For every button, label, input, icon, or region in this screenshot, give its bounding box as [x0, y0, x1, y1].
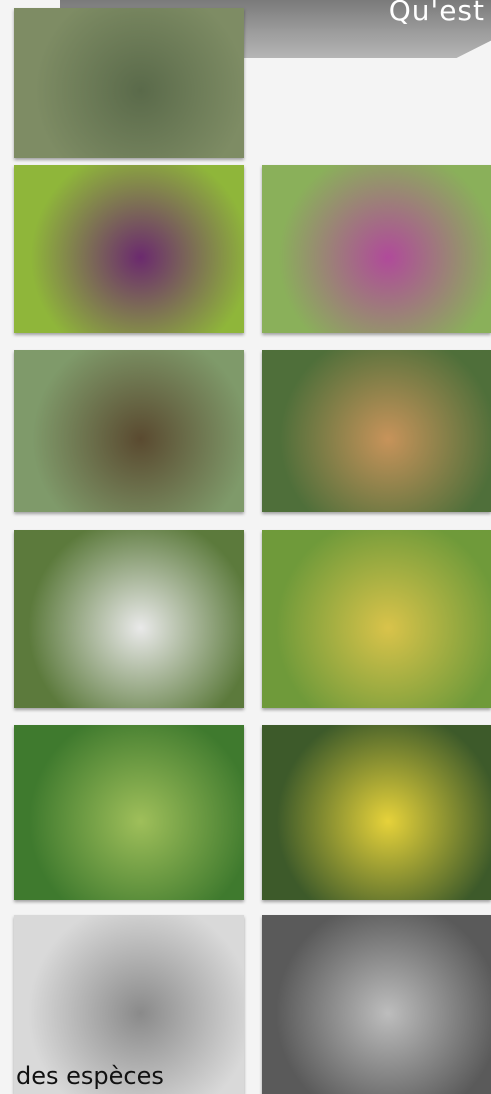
caption-text: des espèces: [16, 1062, 164, 1090]
